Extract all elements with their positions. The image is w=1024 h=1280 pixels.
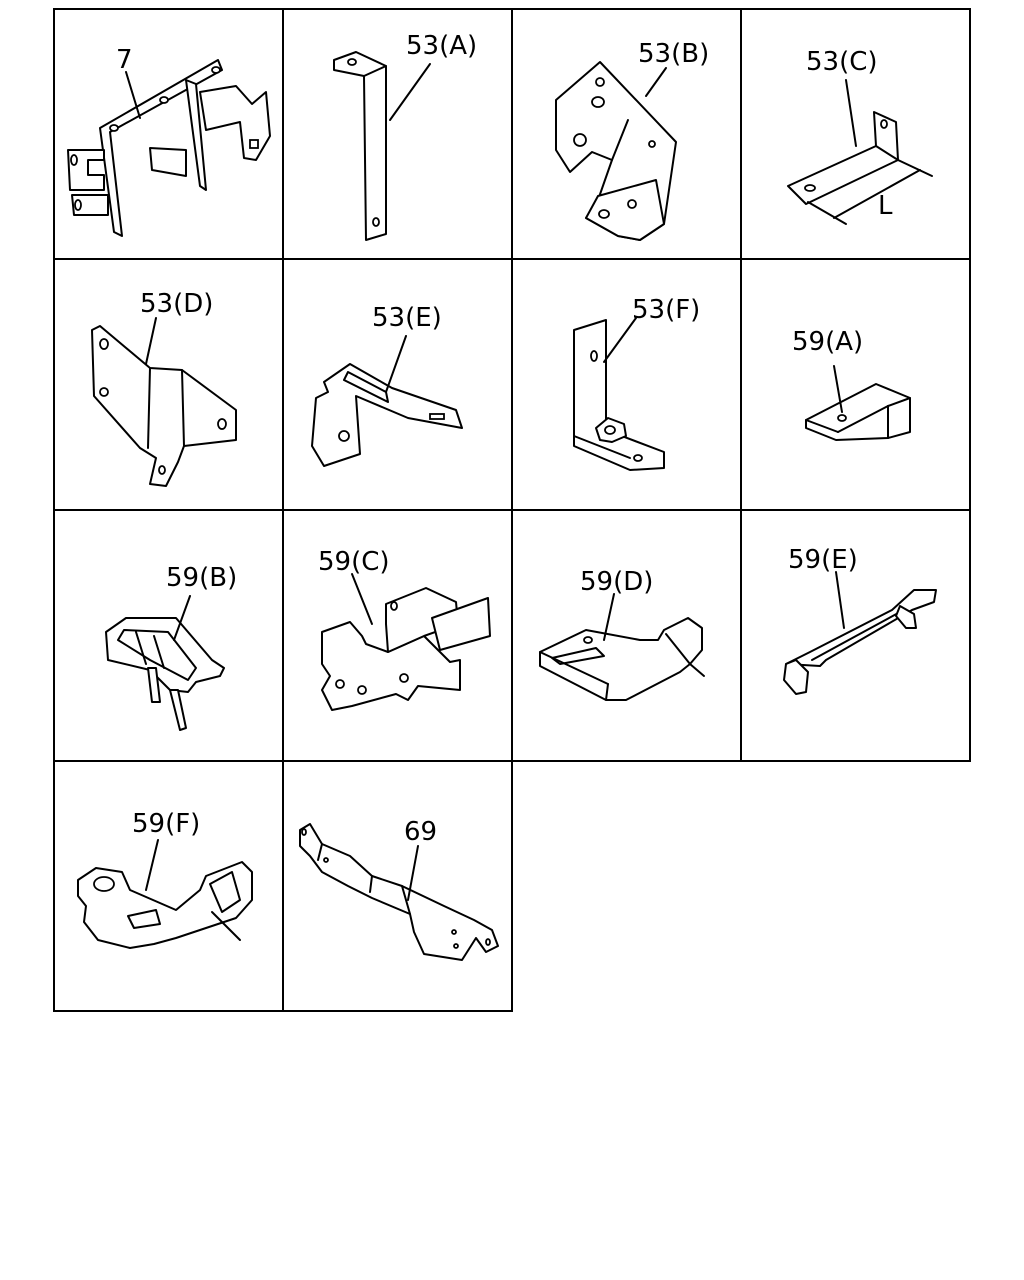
part-cell-59a[interactable]: 59(A) [740, 258, 971, 511]
bracket-53f-drawing [573, 317, 665, 471]
label-69: 69 [404, 817, 437, 847]
bracket-59b-drawing [105, 595, 225, 731]
part-cell-59b[interactable]: 59(B) [53, 509, 284, 762]
part-cell-59d[interactable]: 59(D) [511, 509, 742, 762]
dimension-label-l: L [878, 191, 893, 221]
bracket-59a-drawing [805, 365, 911, 441]
label-59f: 59(F) [132, 809, 200, 839]
bracket-69-drawing [299, 823, 499, 961]
bracket-59c-drawing [321, 573, 491, 711]
part-cell-53d[interactable]: 53(D) [53, 258, 284, 511]
bracket-59e-drawing [783, 571, 937, 695]
label-53e: 53(E) [372, 303, 442, 333]
part-cell-59c[interactable]: 59(C) [282, 509, 513, 762]
part-cell-59e[interactable]: 59(E) [740, 509, 971, 762]
part-cell-59f[interactable]: 59(F) [53, 760, 284, 1012]
label-53f: 53(F) [632, 295, 700, 325]
part-cell-53c[interactable]: 53(C) L [740, 8, 971, 260]
label-59a: 59(A) [792, 327, 863, 357]
label-59b: 59(B) [166, 563, 237, 593]
label-59d: 59(D) [580, 567, 653, 597]
label-53c: 53(C) [806, 47, 878, 77]
part-cell-53a[interactable]: 53(A) [282, 8, 513, 260]
label-53b: 53(B) [638, 39, 709, 69]
bracket-53c-drawing [787, 79, 933, 225]
bracket-53a-drawing [333, 51, 431, 241]
label-59c: 59(C) [318, 547, 390, 577]
part-cell-53b[interactable]: 53(B) [511, 8, 742, 260]
part-cell-53e[interactable]: 53(E) [282, 258, 513, 511]
bracket-59f-drawing [77, 839, 253, 949]
label-7: 7 [116, 45, 133, 75]
part-cell-7[interactable]: 7 [53, 8, 284, 260]
part-cell-53f[interactable]: 53(F) [511, 258, 742, 511]
label-53a: 53(A) [406, 31, 477, 61]
part-cell-69[interactable]: 69 [282, 760, 513, 1012]
bracket-53b-drawing [555, 61, 677, 241]
bracket-53e-drawing [311, 335, 463, 467]
bracket-59d-drawing [539, 593, 705, 701]
label-59e: 59(E) [788, 545, 858, 575]
bracket-7-drawing [67, 59, 271, 237]
label-53d: 53(D) [140, 289, 213, 319]
bracket-53d-drawing [91, 317, 237, 487]
